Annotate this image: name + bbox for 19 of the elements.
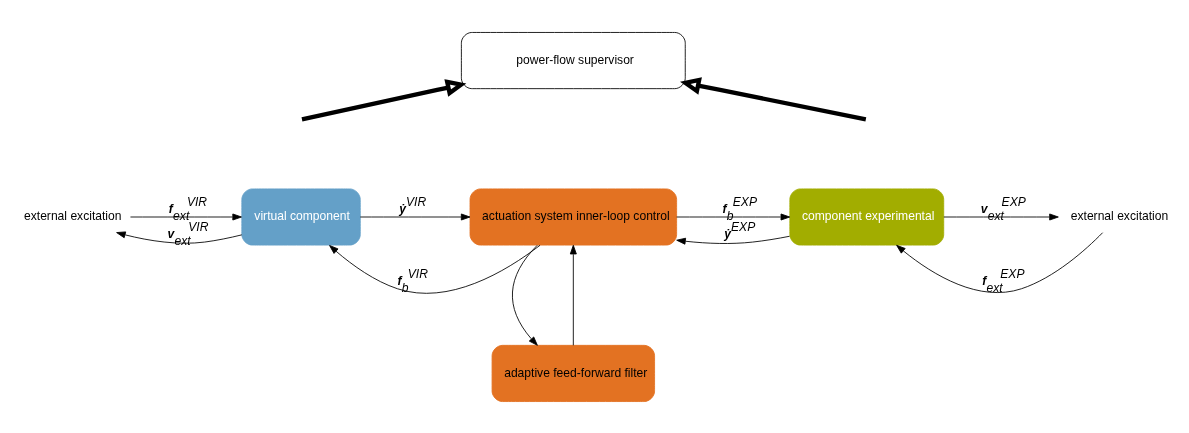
arrow	[329, 244, 541, 294]
arrow	[676, 213, 791, 220]
arrow	[676, 235, 790, 245]
arrow	[896, 231, 1104, 293]
node-text: external excitation	[1070, 208, 1169, 223]
arrow	[569, 244, 577, 346]
arrow	[943, 213, 1059, 220]
arrow	[359, 213, 471, 220]
node-box: virtual component	[241, 188, 361, 245]
node-box: power-flow supervisor	[460, 31, 686, 89]
node-box: actuation system inner-loop control	[469, 188, 678, 245]
arrow	[680, 76, 867, 121]
node-box: component experimental	[789, 188, 945, 245]
arrow	[301, 78, 467, 121]
node-box: adaptive feed-forward filter	[491, 344, 655, 402]
arrow	[130, 213, 242, 220]
arrow	[116, 230, 243, 244]
arrow	[512, 244, 538, 346]
node-text: external excitation	[24, 208, 122, 223]
